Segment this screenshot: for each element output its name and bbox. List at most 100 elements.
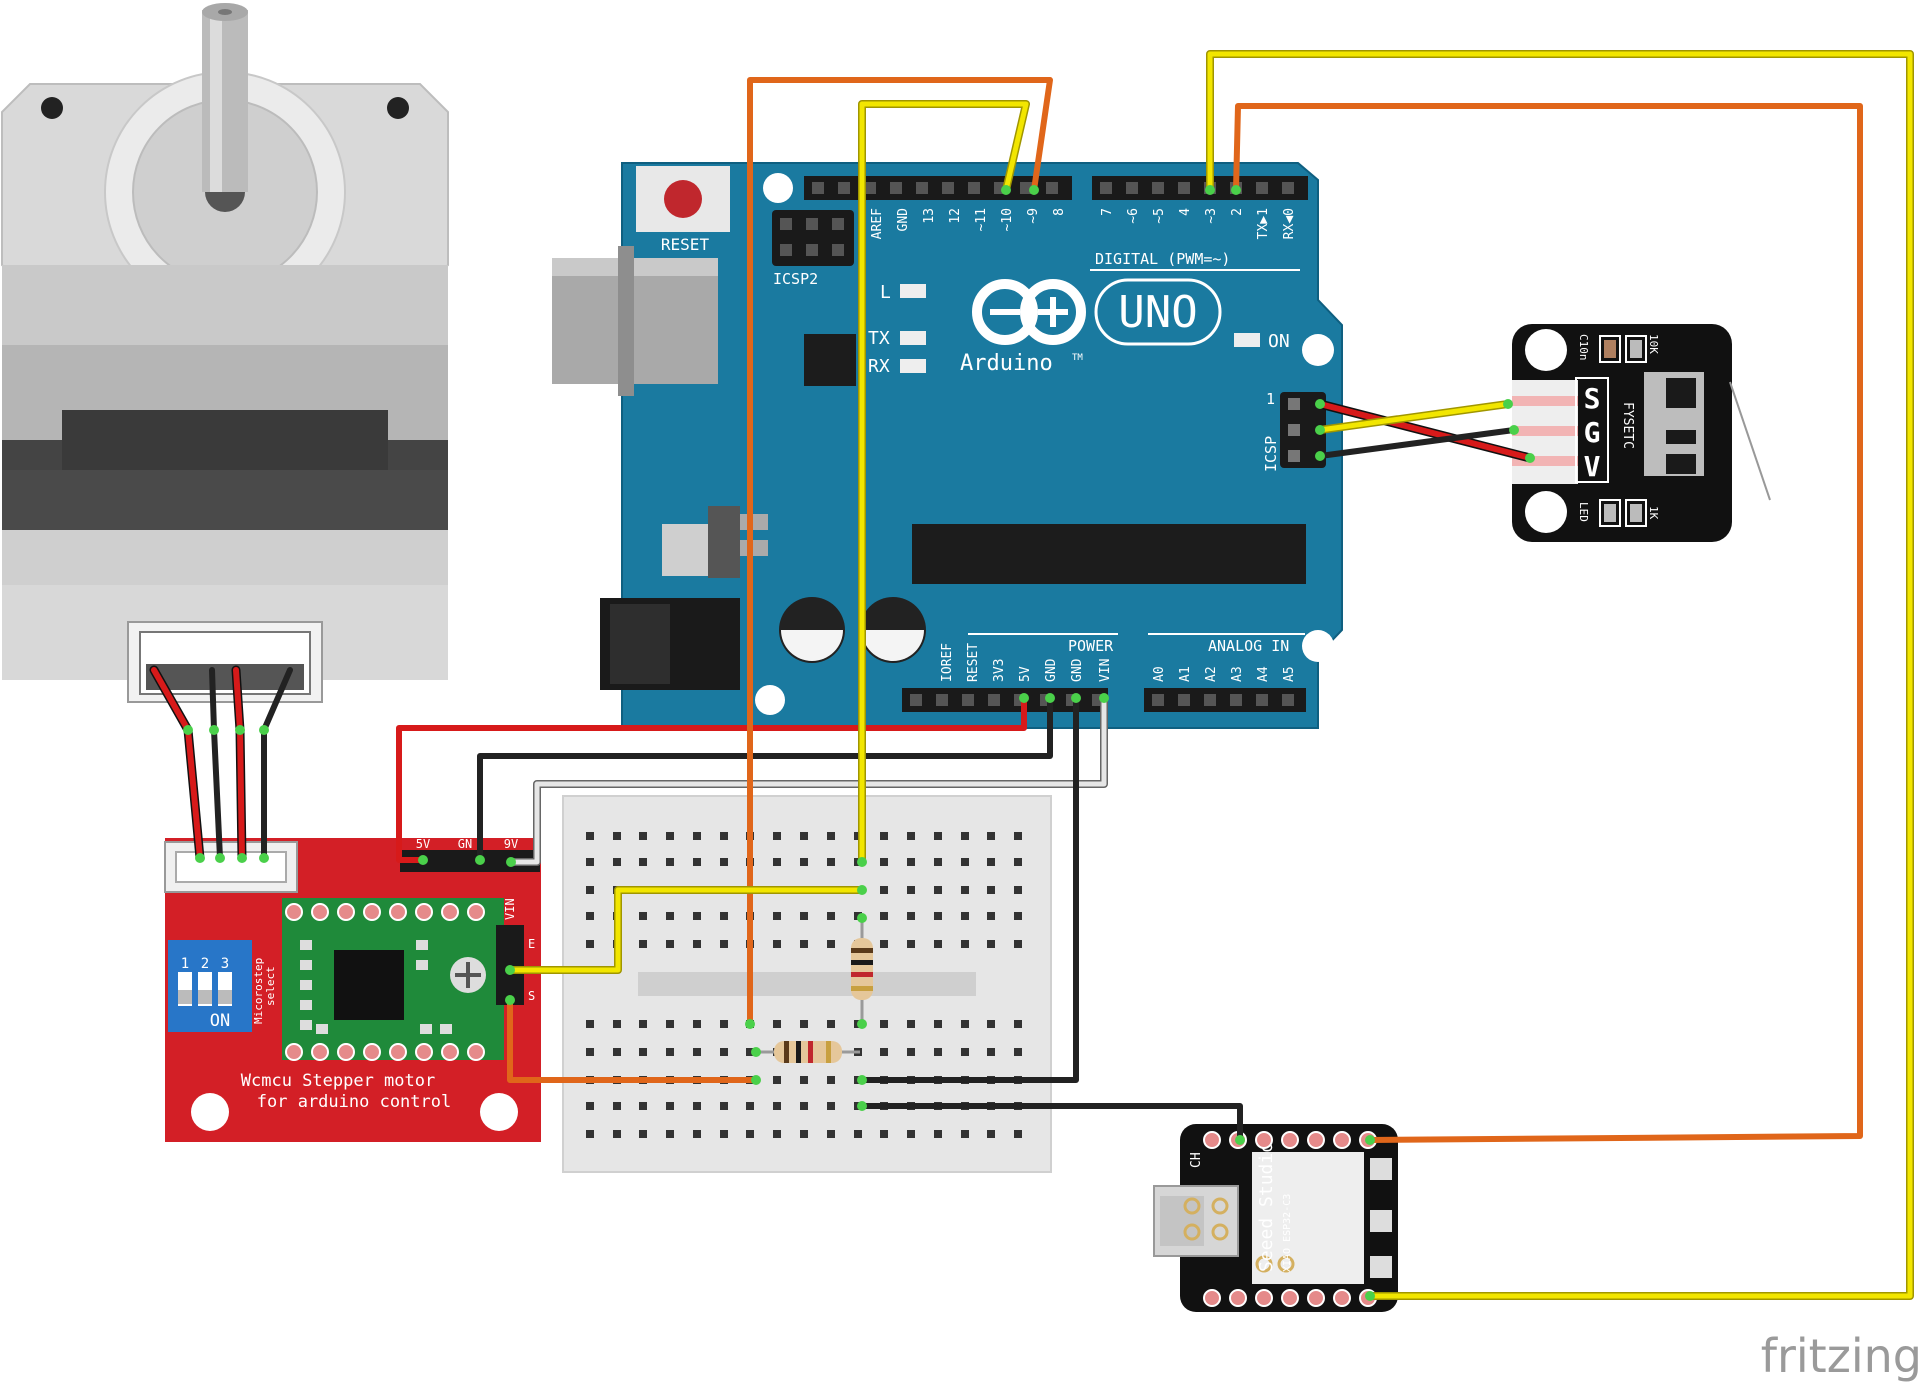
wire-endpoint	[1001, 185, 1011, 195]
xiao-ch-label: CH	[1189, 1152, 1204, 1168]
limit-switch-module: S G V FYSETC C10n 10K LED 1K	[1512, 324, 1771, 542]
breadboard-hole	[586, 886, 594, 894]
digital-pin-label: 7	[1100, 208, 1115, 216]
breadboard-hole	[907, 1130, 915, 1138]
driver-pad	[337, 903, 355, 921]
breadboard-hole	[746, 1102, 754, 1110]
header-pin	[812, 182, 824, 194]
digital-pin-label: 12	[948, 208, 963, 224]
reset-label: RESET	[661, 235, 710, 254]
digital-pin-label: 8	[1052, 208, 1067, 216]
driver-pin-gnd: GN	[458, 837, 472, 851]
microstep-label: Micorostep	[252, 958, 265, 1024]
wire-endpoint	[215, 853, 225, 863]
sensor-pin-s: S	[1584, 382, 1601, 415]
wire-endpoint	[418, 855, 428, 865]
driver-pad	[311, 1043, 329, 1061]
xiao-pad	[1307, 1131, 1325, 1149]
breadboard-hole	[693, 1130, 701, 1138]
wire-endpoint	[1503, 399, 1513, 409]
power-pin-label: GND	[1044, 658, 1059, 682]
dip-number-1: 1	[181, 956, 189, 972]
wire-endpoint	[857, 885, 867, 895]
xiao-pad	[1203, 1289, 1221, 1307]
breadboard-hole	[773, 1076, 781, 1084]
sensor-pin-v: V	[1584, 450, 1601, 483]
sensor-res-bottom-label: 1K	[1647, 506, 1660, 520]
digital-pin-label: ~10	[1000, 208, 1015, 231]
arduino-uno: RESET ICSP2 L TX RX ON Arduino TM	[552, 162, 1343, 729]
header-pin	[1046, 182, 1058, 194]
header-pin	[890, 182, 902, 194]
breadboard-hole	[693, 1048, 701, 1056]
breadboard-hole	[720, 940, 728, 948]
driver-smd	[416, 960, 428, 970]
power-pin-label: VIN	[1098, 659, 1113, 682]
driver-pad	[337, 1043, 355, 1061]
breadboard-hole	[880, 1130, 888, 1138]
driver-pad	[467, 903, 485, 921]
driver-title-line1: Wcmcu Stepper motor	[241, 1071, 435, 1091]
xiao-pad	[1333, 1289, 1351, 1307]
breadboard-hole	[613, 1130, 621, 1138]
breadboard-hole	[666, 832, 674, 840]
wire-endpoint	[259, 725, 269, 735]
breadboard-hole	[934, 912, 942, 920]
breadboard-hole	[666, 1048, 674, 1056]
select-label: select	[264, 966, 277, 1006]
led-rx-label: RX	[868, 356, 890, 377]
xiao-pad	[1203, 1131, 1221, 1149]
xiao-pad	[1255, 1289, 1273, 1307]
digital-header-label: DIGITAL (PWM=~)	[1095, 250, 1230, 268]
breadboard-hole	[1014, 912, 1022, 920]
breadboard-hole	[880, 858, 888, 866]
wires	[149, 50, 1914, 1300]
breadboard-hole	[613, 832, 621, 840]
breadboard-hole	[1014, 886, 1022, 894]
wire-endpoint	[259, 853, 269, 863]
wire-endpoint	[475, 855, 485, 865]
breadboard-hole	[800, 912, 808, 920]
breadboard-hole	[880, 1048, 888, 1056]
digital-pin-label: ~5	[1152, 208, 1167, 224]
dip-on-label: ON	[210, 1011, 230, 1031]
header-pin	[1020, 182, 1032, 194]
analog-pin-label: A2	[1204, 666, 1219, 682]
breadboard-hole	[1014, 940, 1022, 948]
wire-endpoint	[1315, 399, 1325, 409]
header-pin	[1282, 182, 1294, 194]
breadboard-hole	[586, 912, 594, 920]
breadboard-hole	[961, 1020, 969, 1028]
breadboard-hole	[586, 1048, 594, 1056]
breadboard-hole	[800, 832, 808, 840]
breadboard-hole	[827, 1102, 835, 1110]
breadboard-hole	[907, 832, 915, 840]
wire-endpoint	[1509, 425, 1519, 435]
stepper-driver-board: 5V GN 9V VIN E S 1 2 3 ON Micorostep sel…	[164, 837, 541, 1142]
breadboard-hole	[800, 1102, 808, 1110]
breadboard-hole	[693, 832, 701, 840]
breadboard-hole	[613, 858, 621, 866]
driver-pin-vin: VIN	[503, 898, 517, 920]
digital-pin-label: ~3	[1204, 208, 1219, 224]
driver-smd	[300, 1020, 312, 1030]
breadboard-hole	[907, 912, 915, 920]
wire-pin2-orange	[1233, 103, 1863, 1143]
analog-pin-label: A1	[1178, 666, 1193, 682]
wire-endpoint	[1071, 693, 1081, 703]
wire-endpoint	[1099, 693, 1109, 703]
driver-pin-9v: 9V	[504, 837, 518, 851]
breadboard-hole	[987, 1020, 995, 1028]
dip-number-3: 3	[221, 956, 229, 972]
breadboard-hole	[800, 858, 808, 866]
power-pin-label: RESET	[966, 643, 981, 682]
sensor-res-top-label: 10K	[1647, 334, 1660, 354]
wire-endpoint	[857, 913, 867, 923]
driver-smd	[300, 1000, 312, 1010]
driver-pad	[363, 1043, 381, 1061]
breadboard-hole	[613, 1048, 621, 1056]
wire-endpoint	[1235, 1135, 1245, 1145]
sensor-pin-g: G	[1584, 416, 1601, 449]
breadboard-hole	[639, 1020, 647, 1028]
